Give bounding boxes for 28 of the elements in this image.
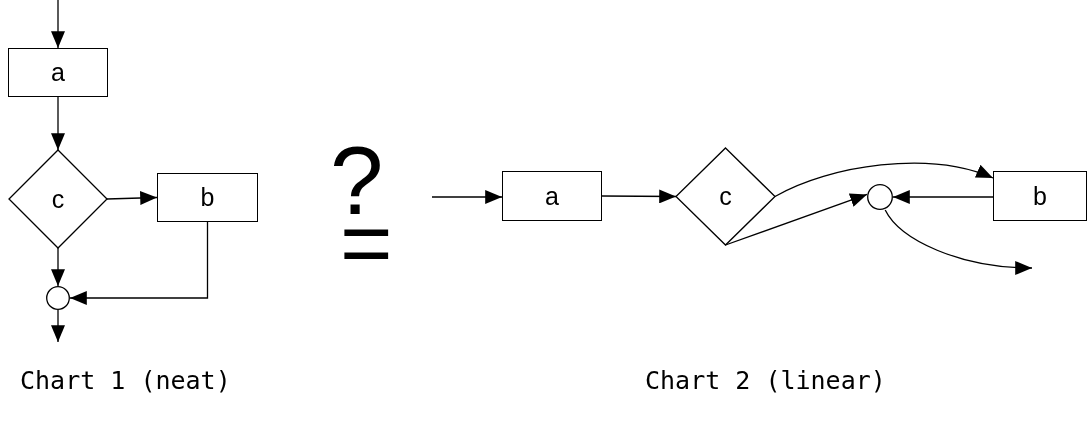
process-box [993,171,1087,221]
node-label: c [51,186,65,212]
connector-circle [46,286,70,310]
node-label: b [200,185,215,210]
arrow [724,193,868,246]
chart-caption: Chart 2 (linear) [645,368,886,393]
arrow [601,189,677,204]
decision-diamond [9,150,107,248]
arrow [106,191,158,205]
arrow [69,221,209,305]
arrow [884,209,1033,275]
arrow [774,162,994,198]
process-box [502,171,602,221]
arrow [51,0,65,49]
node-label: a [51,60,65,85]
node-label: c [719,184,732,209]
node-label: b [1033,183,1047,209]
arrow [892,190,994,204]
process-box [157,173,258,222]
process-box [8,48,108,97]
chart-caption: Chart 1 (neat) [20,368,231,393]
connector-circle [867,184,893,210]
node-label: a [545,183,559,209]
decision-diamond [676,148,775,245]
arrow [51,309,65,343]
arrow [51,247,65,287]
arrow [431,190,503,204]
arrow [51,96,65,151]
